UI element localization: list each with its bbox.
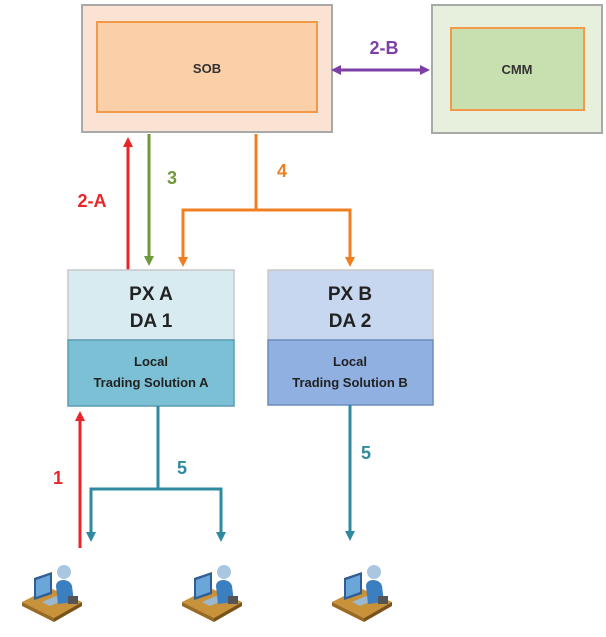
px-b-node: PX B DA 2 Local Trading Solution B: [267, 269, 434, 406]
flow-5a-branch: [89, 487, 223, 536]
flow-5a-label: 5: [177, 458, 187, 478]
user-at-computer-icon: [182, 565, 242, 622]
flow-2a: 2-A: [77, 137, 133, 270]
flow-3-label: 3: [167, 168, 177, 188]
px-a-node: PX A DA 1 Local Trading Solution A: [67, 269, 235, 407]
px-a-name: PX A: [129, 284, 173, 305]
sob-node: SOB: [81, 4, 333, 133]
sob-label: SOB: [193, 61, 221, 76]
flow-4: 4: [178, 134, 355, 267]
px-a-solution: Trading Solution A: [93, 375, 209, 390]
px-b-da: DA 2: [329, 311, 372, 332]
px-a-local: Local: [134, 354, 168, 369]
sob-inner-box: [96, 21, 318, 113]
flow-5b: 5: [345, 405, 371, 541]
user-at-computer-icon: [22, 565, 82, 622]
px-b-solution: Trading Solution B: [292, 375, 408, 390]
px-a-da: DA 1: [130, 311, 173, 332]
flow-4-branch: [181, 208, 352, 261]
flow-1: 1: [53, 411, 85, 548]
px-b-local-box: [267, 339, 434, 406]
cmm-node: CMM: [431, 4, 603, 134]
px-b-local: Local: [333, 354, 367, 369]
cmm-inner-box: [450, 27, 585, 111]
cmm-label: CMM: [501, 62, 532, 77]
px-a-top-box: [67, 269, 235, 341]
flow-2b: 2-B: [331, 38, 430, 75]
flow-5b-label: 5: [361, 443, 371, 463]
flow-4-label: 4: [277, 161, 287, 181]
flow-3: 3: [144, 134, 177, 266]
px-b-name: PX B: [328, 284, 372, 305]
px-a-local-box: [67, 339, 235, 407]
flow-2b-label: 2-B: [369, 38, 398, 58]
flow-2a-label: 2-A: [77, 191, 106, 211]
flow-1-label: 1: [53, 468, 63, 488]
user-at-computer-icon: [332, 565, 392, 622]
px-b-top-box: [267, 269, 434, 341]
flow-5a: 5: [86, 406, 226, 542]
